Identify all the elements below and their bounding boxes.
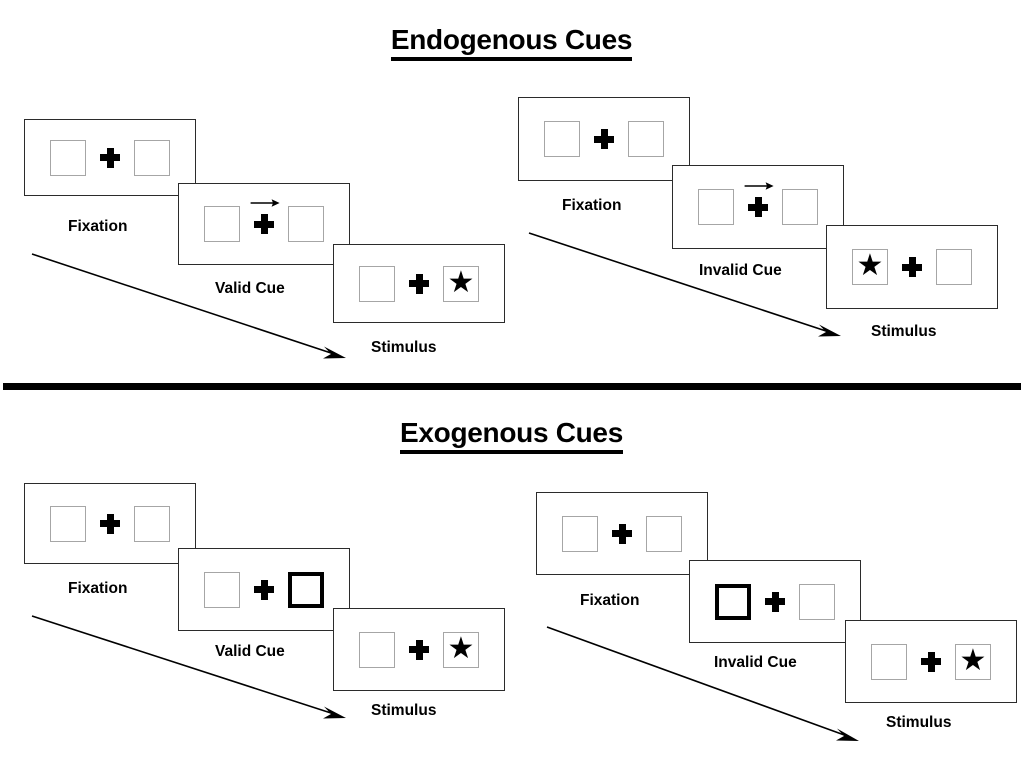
- frame-inner: [715, 583, 835, 620]
- caption-endogenous-valid-fixation: Fixation: [68, 218, 128, 235]
- fixation-cross-icon: [765, 591, 785, 612]
- right-placeholder-box: [134, 505, 170, 542]
- section-title-exogenous: Exogenous Cues: [0, 417, 1023, 454]
- frame-inner: [204, 199, 324, 242]
- left-cued-box: [715, 583, 751, 620]
- caption-endogenous-valid-cue: Valid Cue: [215, 280, 285, 297]
- frame-inner: [50, 139, 170, 176]
- caption-exogenous-valid-cue: Valid Cue: [215, 643, 285, 660]
- left-placeholder-box: [544, 121, 580, 157]
- left-placeholder-box: [359, 631, 395, 668]
- right-placeholder-box: [782, 189, 818, 225]
- section-title-endogenous: Endogenous Cues: [0, 24, 1023, 61]
- fixation-cross-icon: [902, 257, 922, 277]
- left-placeholder-box: [50, 505, 86, 542]
- left-target-box: ★: [852, 249, 888, 285]
- section-title-exogenous-text: Exogenous Cues: [400, 417, 623, 454]
- right-placeholder-box: [288, 206, 324, 242]
- left-placeholder-box: [562, 515, 598, 552]
- caption-endogenous-invalid-stimulus: Stimulus: [871, 323, 937, 340]
- caption-endogenous-invalid-cue: Invalid Cue: [699, 262, 782, 279]
- right-placeholder-box: [936, 249, 972, 285]
- caption-exogenous-invalid-cue: Invalid Cue: [714, 654, 797, 671]
- frame-exogenous-invalid-stimulus: ★: [845, 620, 1017, 703]
- right-placeholder-box: [799, 583, 835, 620]
- left-placeholder-box: [871, 643, 907, 680]
- star-icon: ★: [447, 265, 475, 299]
- right-target-box: ★: [955, 643, 991, 680]
- arrow-right-icon: [744, 182, 774, 190]
- left-placeholder-box: [204, 206, 240, 242]
- caption-endogenous-valid-stimulus: Stimulus: [371, 339, 437, 356]
- fixation-cross-icon: [250, 199, 280, 234]
- frame-endogenous-valid-fixation: [24, 119, 196, 196]
- fixation-cross-icon: [612, 523, 632, 544]
- fixation-cross-icon: [100, 147, 120, 168]
- caption-exogenous-invalid-fixation: Fixation: [580, 592, 640, 609]
- frame-exogenous-valid-stimulus: ★: [333, 608, 505, 691]
- frame-inner: ★: [871, 643, 991, 680]
- section-divider: [3, 383, 1021, 390]
- right-placeholder-box: [646, 515, 682, 552]
- frame-exogenous-valid-fixation: [24, 483, 196, 564]
- arrow-right-icon: [250, 199, 280, 207]
- caption-exogenous-valid-fixation: Fixation: [68, 580, 128, 597]
- frame-endogenous-invalid-cue: [672, 165, 844, 249]
- fixation-cross-icon: [254, 579, 274, 600]
- right-target-box: ★: [443, 265, 479, 302]
- fixation-cross-icon: [409, 273, 429, 294]
- frame-endogenous-invalid-fixation: [518, 97, 690, 181]
- frame-inner: ★: [359, 631, 479, 668]
- right-cued-box: [288, 571, 324, 608]
- caption-exogenous-valid-stimulus: Stimulus: [371, 702, 437, 719]
- frame-endogenous-valid-stimulus: ★: [333, 244, 505, 323]
- section-title-endogenous-text: Endogenous Cues: [390, 24, 632, 61]
- right-placeholder-box: [628, 121, 664, 157]
- left-placeholder-box: [359, 265, 395, 302]
- frame-inner: [698, 182, 818, 225]
- left-placeholder-box: [204, 571, 240, 608]
- frame-exogenous-valid-cue: [178, 548, 350, 631]
- fixation-cross-icon: [409, 639, 429, 660]
- frame-inner: [50, 505, 170, 542]
- frame-exogenous-invalid-fixation: [536, 492, 708, 575]
- fixation-cross-icon: [744, 182, 774, 217]
- caption-endogenous-invalid-fixation: Fixation: [562, 197, 622, 214]
- right-placeholder-box: [134, 139, 170, 176]
- frame-inner: [544, 121, 664, 157]
- frame-endogenous-invalid-stimulus: ★: [826, 225, 998, 309]
- frame-inner: [562, 515, 682, 552]
- fixation-cross-icon: [921, 651, 941, 672]
- frame-inner: ★: [852, 249, 972, 285]
- frame-inner: [204, 571, 324, 608]
- time-arrow-icon: [31, 253, 346, 359]
- star-icon: ★: [447, 631, 475, 665]
- fixation-cross-icon: [100, 513, 120, 534]
- frame-exogenous-invalid-cue: [689, 560, 861, 643]
- frame-endogenous-valid-cue: [178, 183, 350, 265]
- left-placeholder-box: [698, 189, 734, 225]
- fixation-cross-icon: [594, 129, 614, 149]
- caption-exogenous-invalid-stimulus: Stimulus: [886, 714, 952, 731]
- star-icon: ★: [856, 249, 884, 282]
- frame-inner: ★: [359, 265, 479, 302]
- star-icon: ★: [959, 643, 987, 677]
- left-placeholder-box: [50, 139, 86, 176]
- right-target-box: ★: [443, 631, 479, 668]
